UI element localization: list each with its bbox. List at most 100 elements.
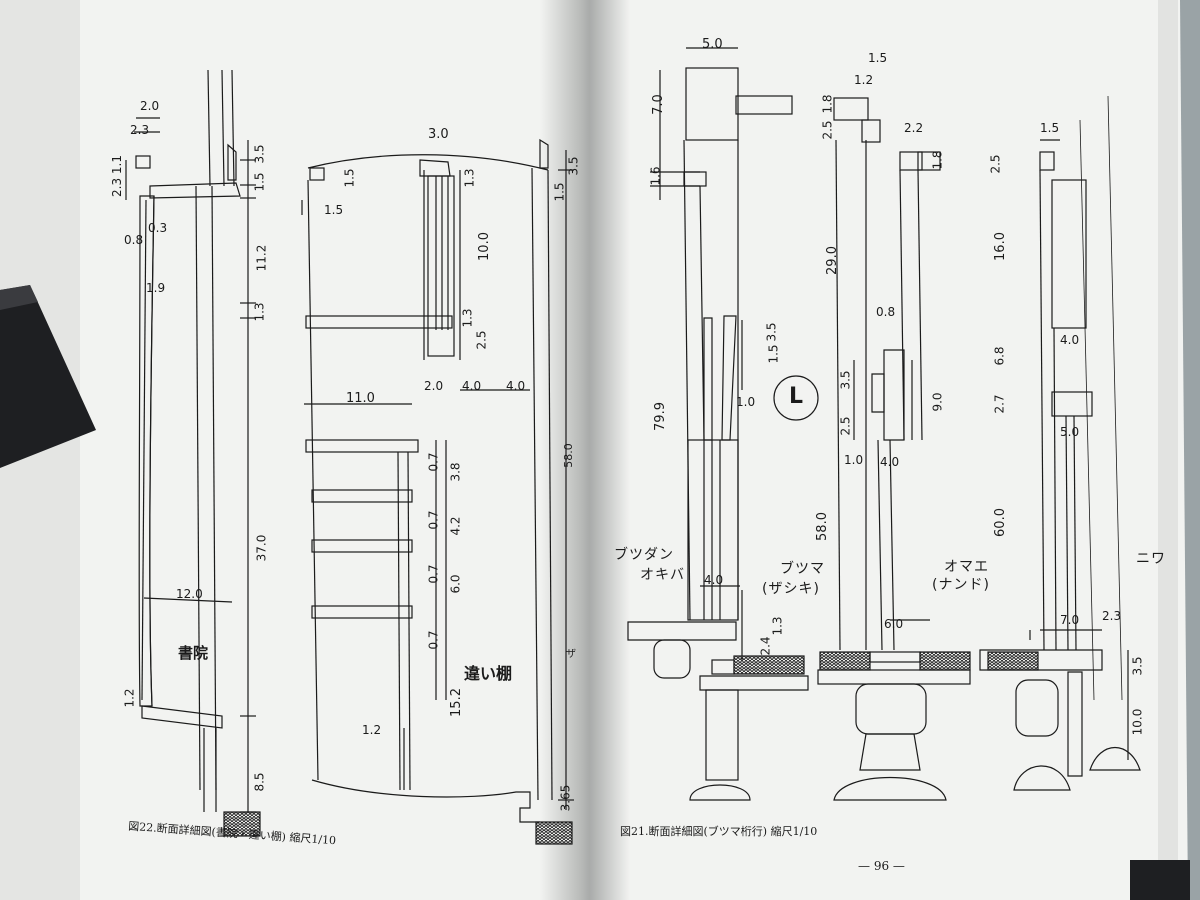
- edge-fragment: ザ: [566, 649, 576, 660]
- dim-8-5: 8.5: [252, 772, 267, 792]
- room-okiba: オキバ: [640, 567, 685, 583]
- eraser-top: [0, 285, 38, 310]
- dim-0-8-b: 0.8: [876, 305, 896, 319]
- dim-1-0-b: 1.0: [844, 453, 864, 467]
- dim-0-7-c: 0.7: [426, 564, 441, 584]
- dim-0-7-d: 0.7: [426, 630, 441, 650]
- room-zashiki: (ザシキ): [762, 581, 820, 597]
- dim-1-5-g: 1.5: [1040, 121, 1060, 135]
- dim-1-5-c: 1.5: [324, 203, 344, 217]
- dim-11-2: 11.2: [254, 244, 269, 272]
- room-omae: オマエ: [944, 559, 989, 575]
- dim-1-3-d: 1.3: [770, 616, 785, 636]
- dim-3-8: 3.8: [448, 462, 463, 482]
- butsuma-section: [627, 47, 819, 801]
- dim-1-3-c: 1.3: [460, 308, 475, 328]
- dim-1-6: 1.6: [648, 166, 663, 186]
- dim-2-5-b: 2.5: [820, 120, 835, 140]
- symbol-l: L: [789, 384, 804, 409]
- dark-corner: [1130, 860, 1190, 900]
- dim-58-0: 58.0: [561, 443, 575, 468]
- room-butsuma: ブツマ: [780, 561, 825, 577]
- dim-1-2-c: 1.2: [854, 73, 874, 87]
- dim-0-7-b: 0.7: [426, 510, 441, 530]
- dim-3-5-d: 3.5: [838, 370, 853, 390]
- dim-5-0: 5.0: [702, 37, 723, 52]
- dim-3-5-e: 3.5: [1130, 656, 1145, 676]
- dim-1-2-b: 1.2: [362, 723, 382, 737]
- page-number: — 96 —: [858, 859, 905, 873]
- dim-2-3: 2.3: [130, 123, 150, 137]
- dim-1-5-f: 1.5: [868, 51, 888, 65]
- dim-1-5: 1.5: [252, 172, 267, 192]
- dim-4-0-e: 4.0: [1060, 333, 1080, 347]
- dim-2-4: 2.4: [758, 636, 773, 656]
- dim-6-0-b: 6.0: [884, 617, 904, 631]
- dim-37-0: 37.0: [254, 534, 269, 562]
- nando-section: [899, 95, 1141, 791]
- dim-6-0: 6.0: [448, 574, 463, 594]
- dim-4-0-b: 4.0: [506, 379, 526, 393]
- dim-9-0: 9.0: [930, 392, 945, 412]
- dim-3-5-b: 3.5: [566, 156, 581, 176]
- caption-fig21: 図21.断面詳細図(ブツマ桁行) 縮尺1/10: [620, 825, 818, 838]
- dim-12-0: 12.0: [176, 587, 203, 601]
- dim-4-0-d: 4.0: [880, 455, 900, 469]
- room-butsudan: ブツダン: [614, 547, 674, 563]
- dim-1-5-d: 1.5: [552, 182, 567, 202]
- dim-29-0: 29.0: [824, 246, 840, 275]
- dim-2-5-c: 2.5: [838, 416, 853, 436]
- dim-3-0: 3.0: [428, 127, 449, 142]
- dim-60-0: 60.0: [992, 508, 1008, 537]
- eraser: [0, 285, 96, 468]
- dim-1-2: 1.2: [122, 688, 137, 708]
- zashiki-section: [817, 97, 971, 801]
- dim-2-3-1-1: 2.3 1.1: [109, 155, 124, 197]
- dim-6-8: 6.8: [992, 346, 1007, 366]
- dim-2-0: 2.0: [140, 99, 160, 113]
- dim-1-5-b: 1.5: [342, 168, 357, 188]
- label-chigaidana: 違い棚: [464, 664, 513, 683]
- gutter-shadow: [540, 0, 630, 900]
- dim-4-0-c: 4.0: [704, 573, 724, 587]
- dim-7-0-b: 7.0: [1060, 613, 1080, 627]
- dim-10-0: 10.0: [476, 232, 492, 261]
- room-nando: (ナンド): [932, 577, 990, 593]
- page-stack-right: [1158, 0, 1178, 900]
- dim-4-2: 4.2: [448, 516, 463, 536]
- dim-2-0-b: 2.0: [424, 379, 444, 393]
- dim-1-8-b: 1.8: [930, 150, 945, 170]
- dim-3-5-c: 3.5: [764, 322, 779, 342]
- dim-3-5: 3.5: [252, 144, 267, 164]
- dim-1-5-e: 1.5: [766, 344, 781, 364]
- dim-3-65: 3.65: [558, 784, 573, 812]
- room-niwa: ニワ: [1136, 551, 1166, 567]
- dim-15-2: 15.2: [448, 688, 464, 717]
- dim-1-3-b: 1.3: [462, 168, 477, 188]
- dim-1-8: 1.8: [820, 94, 835, 114]
- dim-16-0: 16.0: [992, 232, 1008, 261]
- dim-58-0-b: 58.0: [814, 512, 830, 541]
- dim-1-3: 1.3: [252, 302, 267, 322]
- dim-2-5: 2.5: [474, 330, 489, 350]
- dim-10-0-b: 10.0: [1130, 708, 1145, 736]
- label-shoin: 書院: [178, 644, 209, 662]
- dim-79-9: 79.9: [652, 402, 668, 431]
- dim-2-2: 2.2: [904, 121, 924, 135]
- dim-4-0: 4.0: [462, 379, 482, 393]
- dim-0-7-a: 0.7: [426, 452, 441, 472]
- dim-7-0: 7.0: [650, 94, 666, 115]
- dim-11-0: 11.0: [346, 391, 375, 406]
- dim-1-9: 1.9: [146, 281, 166, 295]
- dim-5-0-b: 5.0: [1060, 425, 1080, 439]
- chigaidana-section: [301, 138, 574, 845]
- dim-0-3: 0.3: [148, 221, 168, 235]
- dim-2-7: 2.7: [992, 394, 1007, 414]
- dim-2-3-b: 2.3: [1102, 609, 1122, 623]
- dim-2-5-d: 2.5: [988, 154, 1003, 174]
- shoin-section: [125, 69, 261, 837]
- dim-1-0: 1.0: [736, 395, 756, 409]
- dim-0-8: 0.8: [124, 233, 144, 247]
